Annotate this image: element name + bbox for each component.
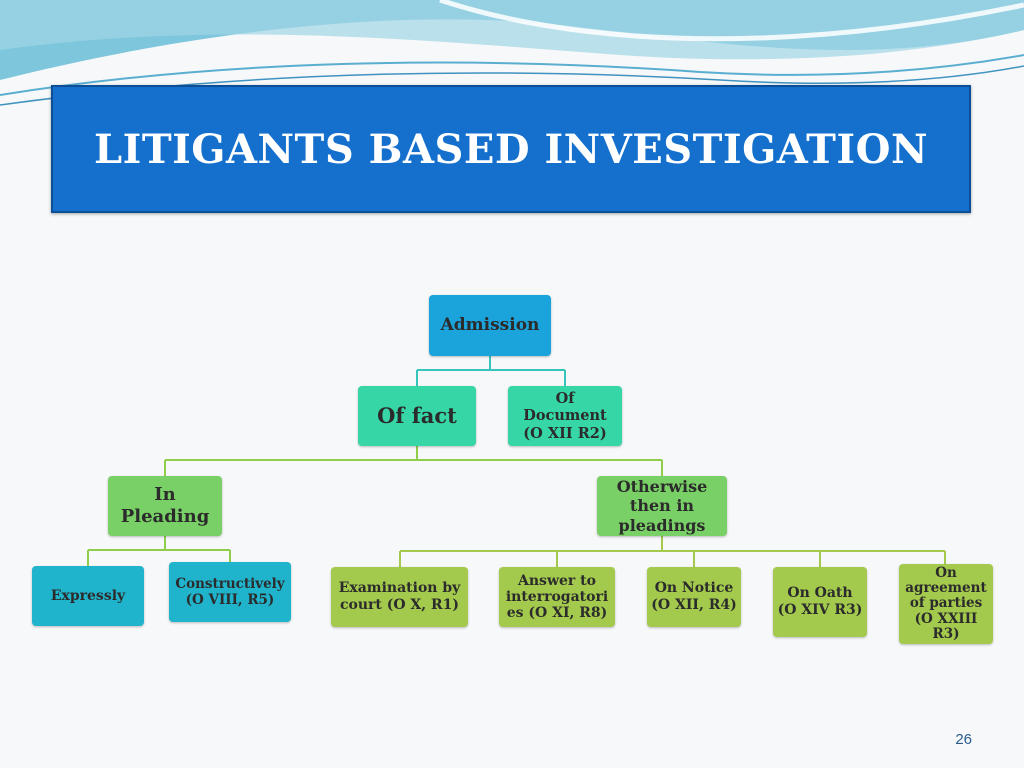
node-otherwise-line-3: pleadings	[618, 515, 706, 535]
node-on-agreement-line-4: (O XXIII	[914, 610, 978, 627]
node-in-pleading-line-2: Pleading	[120, 506, 210, 527]
node-on-notice-line-1: On Notice	[654, 580, 734, 597]
node-on-agreement-line-1: On	[935, 565, 957, 582]
node-on-agreement: On agreement of parties (O XXIII R3)	[899, 564, 993, 644]
slide-title: LITIGANTS BASED INVESTIGATION	[93, 125, 929, 173]
node-interrogatories-line-3: es (O XI, R8)	[506, 605, 608, 622]
node-of-document: Of Document (O XII R2)	[508, 386, 622, 446]
node-expressly: Expressly	[32, 566, 144, 626]
node-on-notice: On Notice (O XII, R4)	[647, 567, 741, 627]
node-on-agreement-line-2: agreement	[905, 580, 987, 597]
node-constructively: Constructively (O VIII, R5)	[169, 562, 291, 622]
node-admission-label: Admission	[440, 315, 540, 336]
node-on-agreement-line-3: of parties	[909, 595, 983, 612]
node-otherwise-line-2: then in	[629, 496, 695, 516]
node-constructively-line-2: (O VIII, R5)	[185, 592, 275, 608]
node-otherwise-line-1: Otherwise	[616, 477, 708, 497]
node-examination: Examination by court (O X, R1)	[331, 567, 468, 627]
node-on-agreement-line-5: R3)	[932, 625, 960, 642]
node-of-document-line-3: (O XII R2)	[523, 424, 607, 442]
header-wave-decoration	[0, 0, 1024, 106]
node-on-oath-line-1: On Oath	[787, 585, 853, 602]
node-on-oath-line-2: (O XIV R3)	[777, 602, 863, 618]
node-of-fact-label: Of fact	[377, 403, 457, 429]
node-interrogatories-line-2: interrogatori	[505, 588, 609, 605]
node-on-oath: On Oath (O XIV R3)	[773, 567, 867, 637]
node-on-notice-line-2: (O XII, R4)	[651, 597, 737, 613]
node-interrogatories: Answer to interrogatori es (O XI, R8)	[499, 567, 615, 627]
page-number: 26	[955, 731, 972, 748]
node-otherwise-pleadings: Otherwise then in pleadings	[597, 476, 727, 536]
node-admission: Admission	[429, 295, 551, 356]
node-expressly-label: Expressly	[50, 587, 126, 604]
node-of-document-line-1: Of	[555, 389, 575, 407]
node-in-pleading: In Pleading	[108, 476, 222, 536]
title-banner: LITIGANTS BASED INVESTIGATION	[51, 85, 971, 213]
node-interrogatories-line-1: Answer to	[518, 572, 596, 589]
node-constructively-line-1: Constructively	[175, 575, 285, 592]
node-of-fact: Of fact	[358, 386, 476, 446]
node-of-document-line-2: Document	[523, 407, 607, 425]
node-in-pleading-line-1: In	[154, 484, 176, 506]
node-examination-line-2: court (O X, R1)	[339, 597, 460, 613]
node-examination-line-1: Examination by	[338, 580, 461, 597]
